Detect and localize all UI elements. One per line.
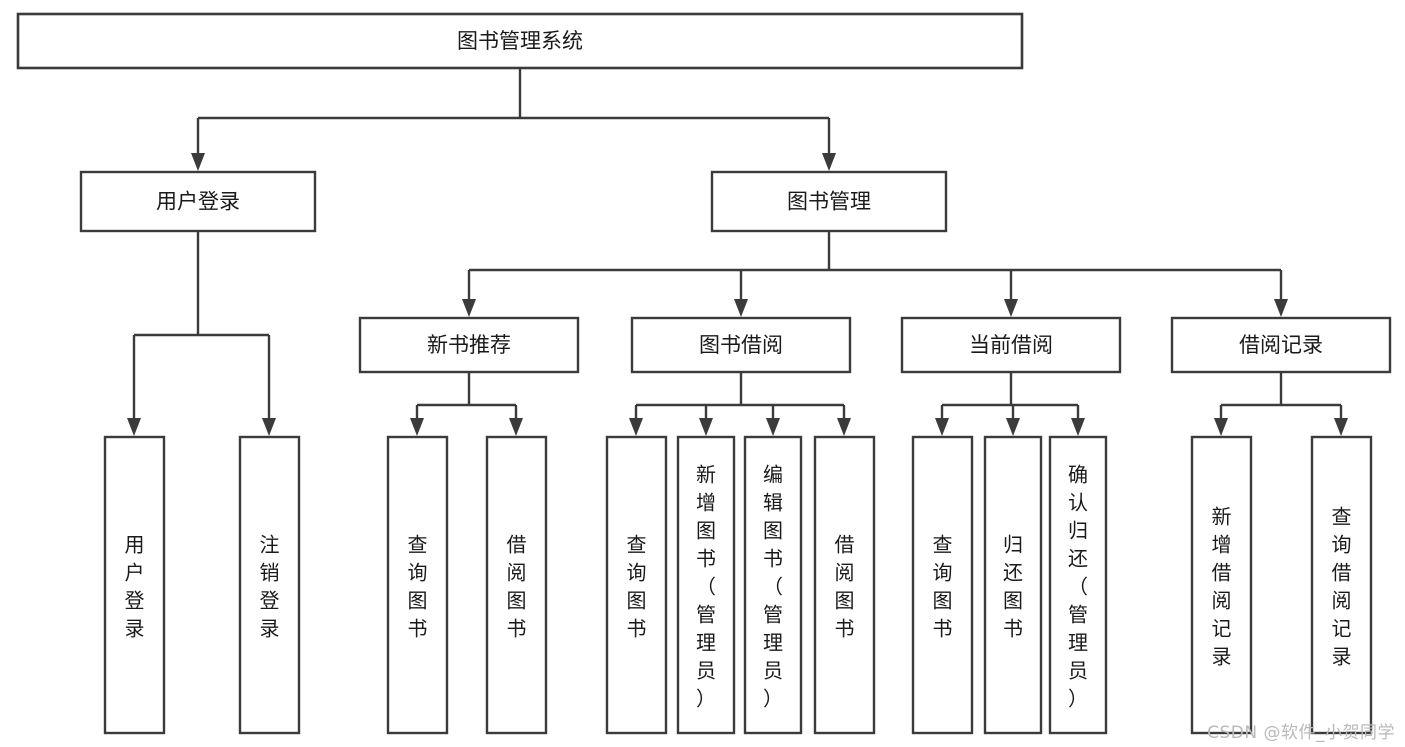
node-book-borrow[interactable]: 图书借阅 [630,316,852,374]
node-box[interactable] [983,435,1043,735]
watermark-text: CSDN @软件_小贺同学 [1207,723,1395,743]
node-label: 归还图书 [1003,532,1023,640]
node-label: 查询图书 [627,532,647,640]
node-box[interactable] [911,435,974,735]
node-label: 图书管理 [787,190,871,214]
arrow-head-icon [410,418,424,436]
arrow-head-icon [766,418,780,436]
node-book-manage[interactable]: 图书管理 [710,170,948,233]
node-box[interactable] [485,435,548,735]
node-label: 用户登录 [156,190,240,214]
node-leaf-add-record[interactable]: 新增借阅记录 [1190,435,1253,735]
node-leaf-query-record[interactable]: 查询借阅记录 [1310,435,1373,735]
node-layer: 图书管理系统用户登录图书管理新书推荐图书借阅当前借阅借阅记录用户登录注销登录查询… [16,12,1392,735]
node-box[interactable] [710,170,948,233]
arrow-head-icon [699,418,713,436]
node-box[interactable] [103,435,166,735]
node-leaf-query-book-2[interactable]: 查询图书 [605,435,668,735]
arrow-head-icon [191,153,205,171]
node-box[interactable] [743,435,803,735]
arrow-head-icon [509,418,523,436]
node-label: 查询图书 [408,532,428,640]
node-current-borrow[interactable]: 当前借阅 [900,316,1122,374]
arrow-head-icon [734,299,748,317]
node-label: 查询图书 [933,532,953,640]
node-box[interactable] [1310,435,1373,735]
node-box[interactable] [386,435,449,735]
connector-borrow-record [1214,372,1348,436]
node-label: 图书借阅 [699,333,783,357]
connector-layer [127,68,1348,436]
node-box[interactable] [1170,316,1392,374]
node-root[interactable]: 图书管理系统 [16,12,1024,70]
node-leaf-query-book-3[interactable]: 查询图书 [911,435,974,735]
arrow-head-icon [1334,418,1348,436]
arrow-head-icon [462,299,476,317]
node-leaf-confirm-return[interactable]: 确认归还（管理员） [1048,435,1108,735]
connector-user-login [127,231,276,436]
node-box[interactable] [79,170,317,233]
node-leaf-borrow-book-2[interactable]: 借阅图书 [813,435,876,735]
node-label: 查询借阅记录 [1332,504,1352,668]
arrow-head-icon [629,418,643,436]
node-borrow-record[interactable]: 借阅记录 [1170,316,1392,374]
connector-new-book-rec [410,372,523,436]
arrow-head-icon [837,418,851,436]
node-new-book-rec[interactable]: 新书推荐 [358,316,580,374]
node-leaf-return-book[interactable]: 归还图书 [983,435,1043,735]
node-label: 用户登录 [125,532,145,640]
node-label: 编辑图书（管理员） [763,462,783,710]
arrow-head-icon [1004,299,1018,317]
node-box[interactable] [16,12,1024,70]
arrow-head-icon [1214,418,1228,436]
node-leaf-user-login[interactable]: 用户登录 [103,435,166,735]
node-label: 借阅图书 [507,532,527,640]
node-leaf-edit-book[interactable]: 编辑图书（管理员） [743,435,803,735]
node-box[interactable] [1190,435,1253,735]
connector-book-manage [462,231,1288,317]
arrow-head-icon [1071,418,1085,436]
node-box[interactable] [238,435,301,735]
node-label: 图书管理系统 [457,29,583,53]
arrow-head-icon [1006,418,1020,436]
node-leaf-borrow-book-1[interactable]: 借阅图书 [485,435,548,735]
arrow-head-icon [1274,299,1288,317]
arrow-head-icon [935,418,949,436]
connector-root [191,68,836,171]
node-leaf-add-book[interactable]: 新增图书（管理员） [676,435,736,735]
node-box[interactable] [358,316,580,374]
node-user-login[interactable]: 用户登录 [79,170,317,233]
arrow-head-icon [127,418,141,436]
connector-book-borrow [629,372,851,436]
node-box[interactable] [676,435,736,735]
node-leaf-user-logout[interactable]: 注销登录 [238,435,301,735]
node-label: 确认归还（管理员） [1068,462,1088,710]
node-label: 新增借阅记录 [1212,504,1232,668]
node-box[interactable] [630,316,852,374]
node-label: 借阅记录 [1239,333,1323,357]
arrow-head-icon [262,418,276,436]
node-label: 注销登录 [260,532,280,640]
node-leaf-query-book-1[interactable]: 查询图书 [386,435,449,735]
arrow-head-icon [822,153,836,171]
node-label: 新书推荐 [427,333,511,357]
connector-current-borrow [935,372,1085,436]
node-label: 借阅图书 [835,532,855,640]
node-label: 当前借阅 [969,333,1053,357]
node-box[interactable] [900,316,1122,374]
node-box[interactable] [605,435,668,735]
node-box[interactable] [813,435,876,735]
node-label: 新增图书（管理员） [696,462,716,710]
node-box[interactable] [1048,435,1108,735]
